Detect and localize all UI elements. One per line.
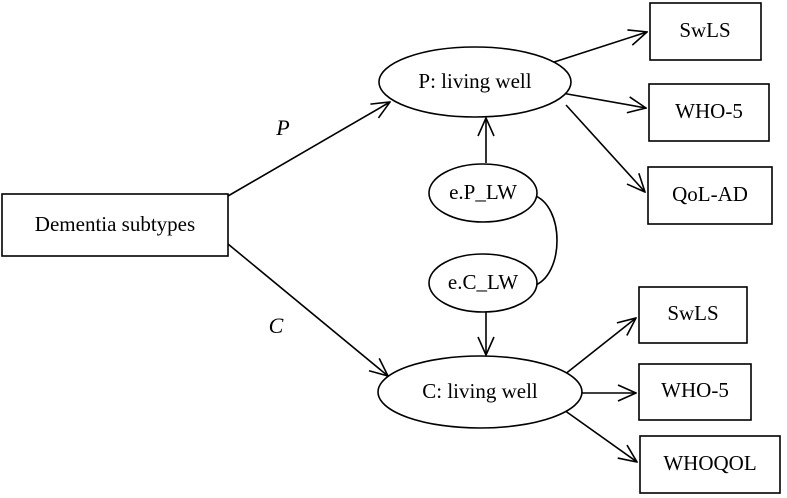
p-swls-label: SwLS xyxy=(679,18,730,42)
c-whoqol-node: WHOQOL xyxy=(639,435,781,494)
arrow-dementia-to-p xyxy=(227,102,390,197)
c-swls-label: SwLS xyxy=(667,301,718,325)
e-p-lw-label: e.P_LW xyxy=(449,180,517,204)
p-living-well-label: P: living well xyxy=(418,69,531,93)
arrow-p-to-qol-ad xyxy=(565,104,645,192)
p-qol-ad-label: QoL-AD xyxy=(672,182,748,206)
p-who5-node: WHO-5 xyxy=(648,83,770,142)
arrow-p-to-swls xyxy=(547,32,647,65)
p-living-well-node: P: living well xyxy=(378,46,572,118)
c-swls-node: SwLS xyxy=(638,286,748,344)
p-swls-node: SwLS xyxy=(649,2,762,61)
c-living-well-node: C: living well xyxy=(377,355,583,429)
e-p-lw-node: e.P_LW xyxy=(428,163,538,223)
arrow-dementia-to-c xyxy=(227,243,388,376)
c-who5-node: WHO-5 xyxy=(638,363,752,421)
arrow-p-to-who5 xyxy=(555,91,646,108)
c-whoqol-label: WHOQOL xyxy=(663,451,756,475)
dementia-subtypes-node: Dementia subtypes xyxy=(1,193,229,257)
dementia-subtypes-label: Dementia subtypes xyxy=(35,212,195,236)
path-label-p: P xyxy=(275,115,289,140)
p-who5-label: WHO-5 xyxy=(675,99,743,123)
path-label-c: C xyxy=(269,313,284,338)
p-qol-ad-node: QoL-AD xyxy=(647,166,773,225)
e-c-lw-label: e.C_LW xyxy=(448,270,518,294)
arrow-c-to-swls xyxy=(563,318,636,376)
arrow-c-to-whoqol xyxy=(563,409,637,462)
covariance-curve xyxy=(532,194,558,287)
c-living-well-label: C: living well xyxy=(422,379,538,403)
e-c-lw-node: e.C_LW xyxy=(428,253,538,313)
c-who5-label: WHO-5 xyxy=(661,378,729,402)
